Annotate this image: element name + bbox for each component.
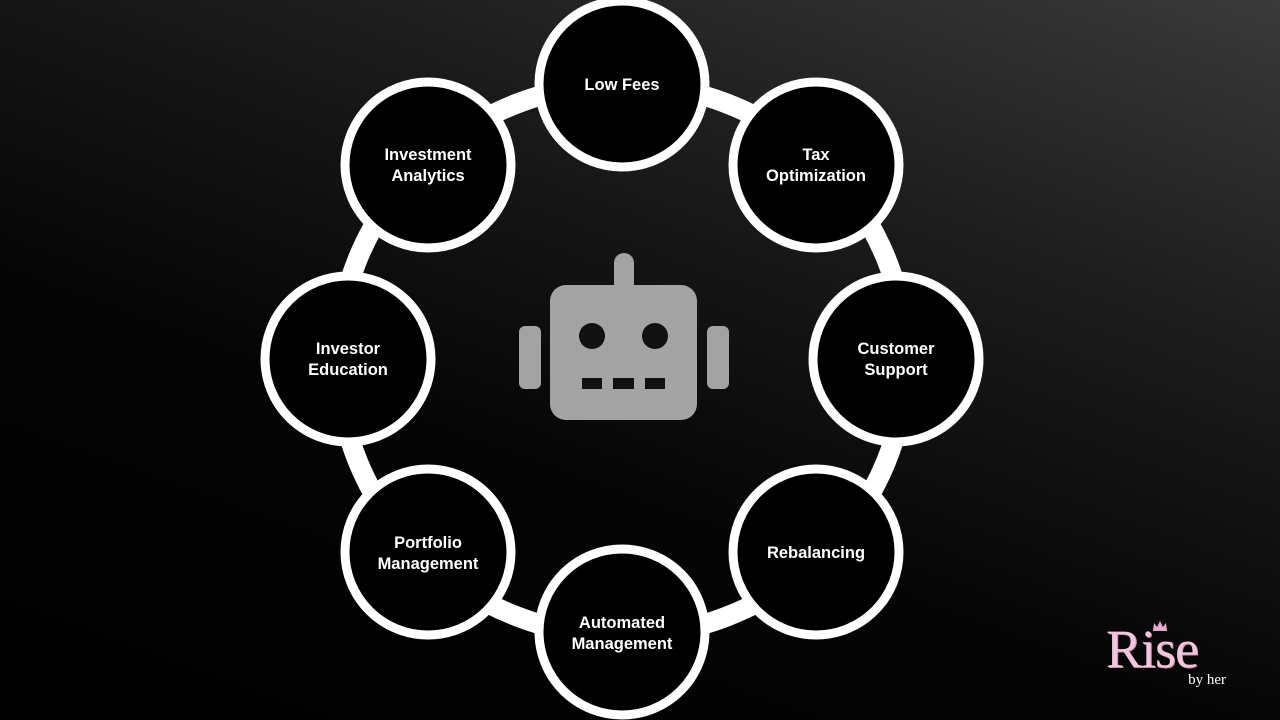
node-portfolio-management: Portfolio Management — [340, 464, 516, 640]
node-label: Management — [572, 635, 673, 653]
node-label: Analytics — [391, 167, 464, 185]
node-label: Rebalancing — [767, 544, 865, 562]
crown-icon — [1153, 621, 1167, 631]
node-customer-support: Customer Support — [808, 271, 984, 447]
node-label: Education — [308, 361, 388, 379]
node-label: Investment — [384, 146, 472, 164]
node-rebalancing: Rebalancing — [728, 464, 904, 640]
brand-logo: Rise by her — [1106, 619, 1230, 690]
node-label: Tax — [802, 146, 830, 164]
node-label: Low Fees — [584, 76, 659, 94]
node-investment-analytics: Investment Analytics — [340, 77, 516, 253]
node-label: Customer — [857, 340, 935, 358]
node-label: Management — [378, 555, 479, 573]
node-label: Support — [864, 361, 928, 379]
node-label: Automated — [579, 614, 665, 632]
robot-icon — [519, 253, 729, 420]
logo-tagline: by her — [1188, 672, 1226, 688]
logo-wordmark: Rise — [1106, 619, 1199, 679]
node-low-fees: Low Fees — [534, 0, 710, 172]
node-label: Investor — [316, 340, 381, 358]
node-automated-management: Automated Management — [534, 544, 710, 720]
node-investor-education: Investor Education — [260, 271, 436, 447]
node-tax-optimization: Tax Optimization — [728, 77, 904, 253]
node-label: Portfolio — [394, 534, 462, 552]
node-label: Optimization — [766, 167, 866, 185]
